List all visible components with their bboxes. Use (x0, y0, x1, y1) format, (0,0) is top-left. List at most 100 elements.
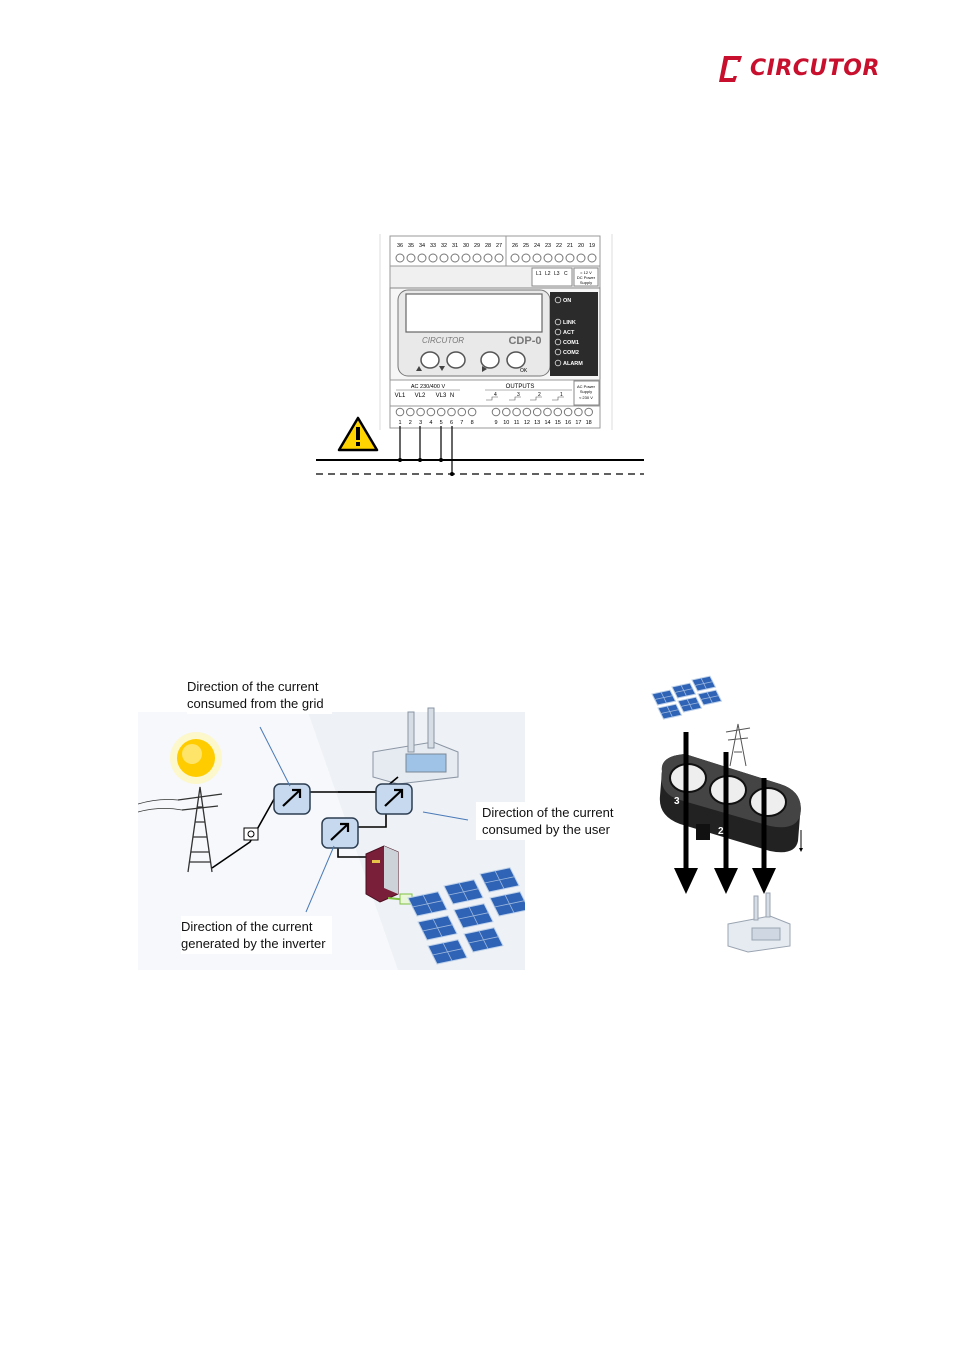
led-indicator (554, 328, 562, 336)
callout-grid: Direction of the current consumed from t… (187, 678, 332, 714)
terminal-screw (574, 407, 583, 417)
ac-label: AC 230/400 V (411, 384, 446, 390)
terminal-number: 15 (555, 420, 561, 426)
dc-supply-2: DC Power (577, 275, 596, 280)
circutor-logo: CIRCUTOR (716, 52, 888, 88)
terminal-screw (417, 253, 427, 263)
terminal-screw (450, 253, 460, 263)
current-direction-arrows (674, 732, 776, 894)
terminal-number: 12 (524, 420, 530, 426)
terminal-number: 20 (578, 243, 584, 249)
callout-user-line2: consumed by the user (482, 822, 610, 837)
terminal-number: 11 (514, 420, 520, 426)
led-indicator (554, 296, 562, 304)
terminal-screw (457, 407, 467, 417)
terminal-screw (502, 407, 511, 417)
terminal-number: 24 (534, 243, 540, 249)
led-label: ACT (563, 330, 575, 336)
terminal-number: 2 (409, 420, 412, 426)
terminal-screw (543, 407, 552, 417)
label-l1: L1 (536, 271, 542, 277)
callout-inverter: Direction of the current generated by th… (181, 916, 332, 954)
terminal-number: 33 (430, 243, 436, 249)
led-label: COM2 (563, 350, 579, 356)
factory-icon (372, 707, 459, 785)
terminal-screw (522, 407, 532, 417)
terminal-number: 13 (534, 420, 540, 426)
terminal-screw (532, 407, 542, 417)
ac-supply-1: AC Power (577, 384, 596, 389)
led-indicator (554, 318, 562, 326)
output-2: 2 (538, 392, 541, 398)
label-l2: L2 (545, 271, 551, 277)
dc-supply-1: = 12 V (580, 270, 592, 275)
led-label: ON (563, 298, 571, 304)
terminal-number: 23 (545, 243, 551, 249)
terminal-screw (532, 253, 542, 263)
output-3: 3 (517, 392, 520, 398)
label-vl3: VL3 (436, 393, 447, 399)
terminal-screw (447, 407, 456, 417)
led-indicator (554, 348, 562, 356)
output-4: 4 (494, 392, 497, 398)
terminal-number: 8 (471, 420, 474, 426)
led-label: COM1 (563, 340, 579, 346)
terminal-number: 18 (586, 420, 592, 426)
right-arrow-icon (482, 366, 487, 372)
callout-user: Direction of the current consumed by the… (476, 802, 638, 840)
terminal-screw (576, 253, 586, 263)
terminal-screw (395, 253, 405, 263)
terminal-number: 21 (567, 243, 573, 249)
up-arrow-icon (416, 366, 422, 371)
label-l3: L3 (554, 271, 560, 277)
dc-supply-3: Supply (580, 280, 592, 285)
callout-inverter-line1: Direction of the current (181, 919, 313, 934)
terminal-number: 10 (503, 420, 509, 426)
terminal-number: 34 (419, 243, 425, 249)
power-pylon-small-icon (725, 723, 751, 767)
label-c: C (564, 271, 568, 277)
terminal-screw (395, 407, 405, 417)
terminal-number: 3 (419, 420, 422, 426)
label-n: N (450, 393, 454, 399)
inverter-icon (365, 845, 399, 903)
terminal-number: 25 (523, 243, 529, 249)
terminal-screw (554, 253, 564, 263)
logo-wordmark: CIRCUTOR (750, 56, 880, 81)
terminal-screw (472, 253, 482, 263)
terminal-number: 36 (397, 243, 403, 249)
terminal-number: 29 (474, 243, 480, 249)
terminal-screw (563, 407, 573, 417)
callout-grid-line2: consumed from the grid (187, 696, 324, 711)
output-1: 1 (560, 392, 563, 398)
terminal-number: 9 (494, 420, 497, 426)
terminal-number: 22 (556, 243, 562, 249)
terminal-screw (510, 253, 520, 263)
circutor-logo-icon (719, 56, 742, 82)
terminal-number: 16 (565, 420, 571, 426)
terminal-screw (565, 253, 575, 263)
terminal-number: 32 (441, 243, 447, 249)
ac-supply-3: ≈ 230 V (579, 395, 593, 400)
device-model: CDP-0 (508, 335, 541, 347)
terminal-number: 28 (485, 243, 491, 249)
terminal-screw (461, 253, 471, 263)
device-buttons: OK (416, 351, 528, 374)
triple-sensor-figure: 3 2 1 (651, 675, 803, 953)
terminal-screw (416, 407, 425, 417)
terminal-number: 5 (440, 420, 443, 426)
label-vl1: VL1 (395, 393, 406, 399)
factory-small-icon (727, 892, 791, 953)
terminal-number: 26 (512, 243, 518, 249)
terminal-screw (553, 407, 563, 417)
meter-symbol-icon (243, 827, 259, 841)
terminal-number: 27 (496, 243, 502, 249)
terminal-screw (426, 407, 436, 417)
callout-user-line1: Direction of the current (482, 805, 614, 820)
terminal-screw (439, 253, 449, 263)
power-pylon-icon (137, 786, 223, 873)
sensor-user-icon (375, 783, 413, 815)
ok-label: OK (520, 368, 528, 374)
pv-system-diagram: Direction of the current consumed from t… (137, 672, 638, 970)
